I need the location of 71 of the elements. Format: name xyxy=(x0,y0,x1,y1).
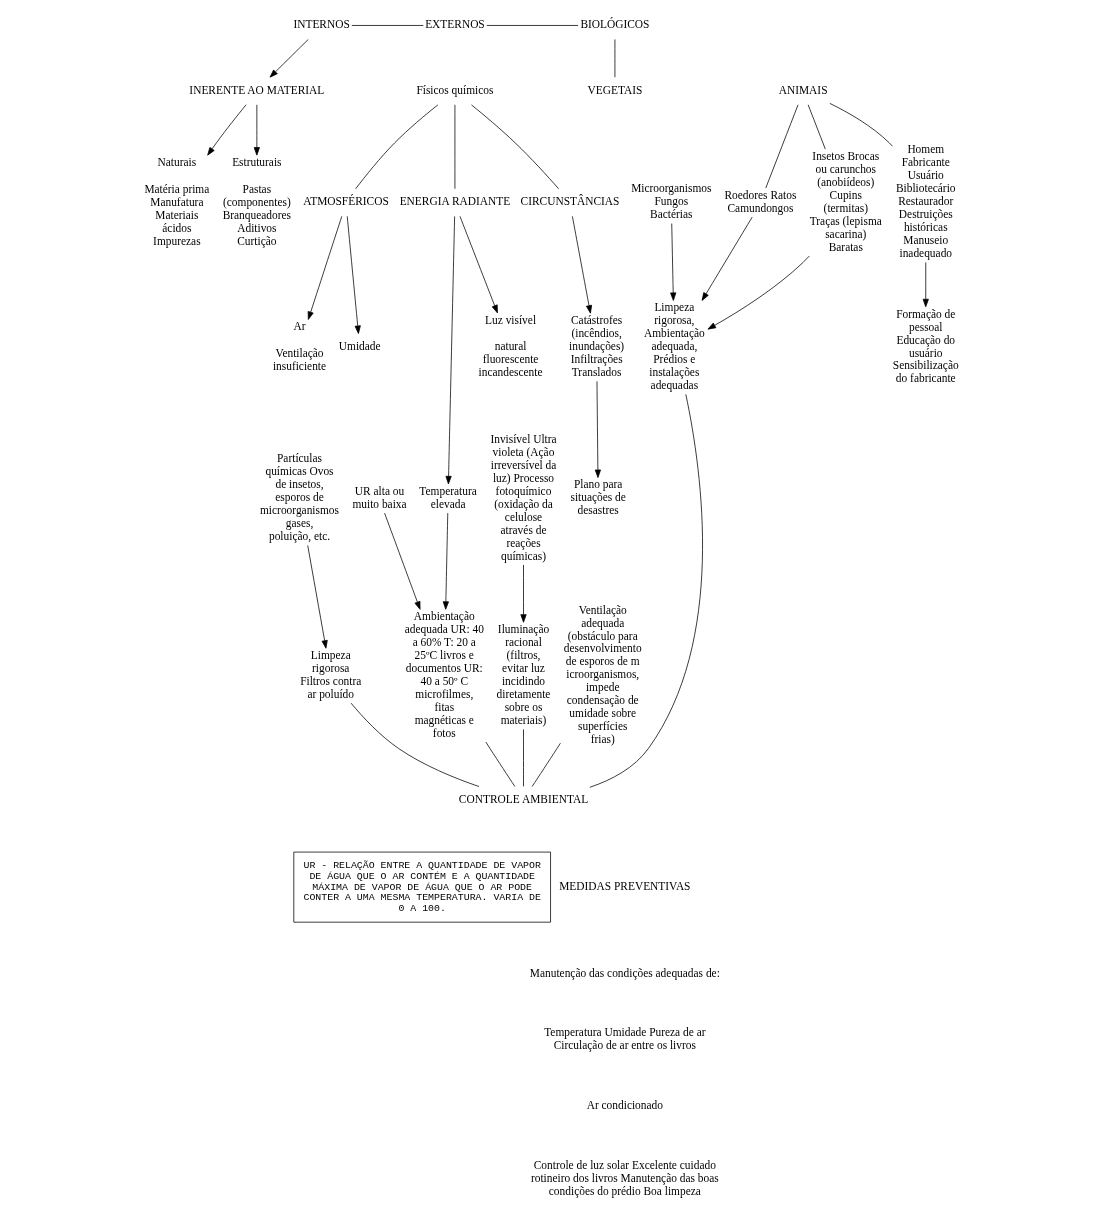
label: MEDIDAS PREVENTIVAS xyxy=(558,879,690,892)
node-box: UR - RELAÇÃO ENTRE A QUANTIDADE DE VAPOR DE ÁGUA QUE O AR CONTÉM E A QUANTIDADE MÁXIMA DE VAPOR DE ÁGUA QUE O AR PODE CONTER A UMA MESMA TEMPERATURA. VARIA DE 0 A 100. xyxy=(292,851,551,923)
node-text: Ar xyxy=(292,320,306,333)
label: Ar condicionado xyxy=(586,1099,663,1112)
arrow xyxy=(594,380,601,478)
arrow xyxy=(571,215,592,314)
node-text: Microorganismos Fungos Bactérias xyxy=(630,182,711,221)
arrow xyxy=(306,545,328,649)
label: Temperatura Umidade Pureza de ar Circulação de ar entre os livros xyxy=(543,1026,705,1052)
node-label: Ventilação insuficiente xyxy=(272,346,326,372)
node-text: Iluminação racional (filtros, evitar luz incidindo diretamente sobre os materiais) xyxy=(496,623,550,726)
node-text: Plano para situações de desastres xyxy=(569,478,626,517)
arrow xyxy=(519,564,527,623)
node-text: INERENTE AO MATERIAL xyxy=(188,83,324,96)
connector xyxy=(484,741,515,787)
node-text: CONTROLE AMBIENTAL xyxy=(458,792,588,805)
node-text: ENERGIA RADIANTE xyxy=(399,195,510,208)
node-text: Físicos químicos xyxy=(415,83,493,96)
node-text: Catástrofes (incêndios, inundações) Infiltrações Translados xyxy=(568,314,624,378)
node-text: VEGETAIS xyxy=(587,83,642,96)
arrow xyxy=(707,255,810,330)
node-text: CIRCUNSTÂNCIAS xyxy=(520,195,619,208)
node-text: ATMOSFÉRICOS xyxy=(302,195,389,208)
arrow xyxy=(445,216,455,485)
connector xyxy=(764,104,798,189)
label: Manutenção das condições adequadas de: xyxy=(529,966,720,979)
node-text: UR alta ou muito baixa xyxy=(351,484,407,510)
connector xyxy=(350,25,424,26)
arrow xyxy=(269,39,309,78)
node-text: Ambientação adequada UR: 40 a 60% T: 20 a 25ºC livros e documentos UR: 40 a 50º C microfilmes, fitas magnéticas e fotos xyxy=(404,610,484,739)
connector xyxy=(807,104,826,150)
arrow xyxy=(669,223,676,301)
arrow xyxy=(346,215,361,334)
node-text: Formação de pessoal Educação do usuário Sensibilização do fabricante xyxy=(892,307,959,385)
connector xyxy=(485,25,578,26)
node-text: Ventilação adequada (obstáculo para desenvolvimento de esporos de microorganismos, impede condensação de umidade sobre superfícies frias) xyxy=(563,603,642,746)
node-text: Homem Fabricante Usuário Bibliotecário Restaurador Destruições históricas Manuseio inadequado xyxy=(895,143,956,260)
node-text: BIOLÓGICOS xyxy=(579,18,649,31)
connector xyxy=(470,104,559,190)
node-text: Temperatura elevada xyxy=(418,484,477,510)
connector xyxy=(589,394,703,788)
node-text: Roedores Ratos Camundongos xyxy=(723,188,796,214)
node-text: Umidade xyxy=(338,340,381,353)
arrow xyxy=(922,262,929,308)
node-text: Limpeza rigorosa Filtros contra ar poluído xyxy=(299,648,361,700)
arrow xyxy=(459,215,498,314)
node-label: Matéria prima Manufatura Materiais ácidos Impurezas xyxy=(143,182,209,247)
node-text: Partículas químicas Ovos de insetos, esporos de microorganismos gases, poluição, etc. xyxy=(259,452,339,543)
label: Controle de luz solar Excelente cuidado rotineiro dos livros Manutenção das boas condições do prédio Boa limpeza xyxy=(530,1159,719,1197)
node-text: Naturais xyxy=(157,156,196,169)
connector xyxy=(828,103,893,147)
arrow xyxy=(206,104,246,156)
connector xyxy=(531,742,561,787)
arrow xyxy=(383,512,420,610)
node-text: Insetos Brocas ou carunchos (anobiídeos) Cupins (termitas) Traças (lepisma sacarina) Baratas xyxy=(809,149,882,253)
node-text: EXTERNOS xyxy=(424,18,485,31)
node-text: Estruturais xyxy=(231,156,282,169)
node-text: Invisível Ultra violeta (Ação irreversível da luz) Processo fotoquímico (oxidação da celulose através de reações químicas) xyxy=(489,432,557,562)
arrow xyxy=(442,512,449,610)
node-label: natural fluorescente incandescente xyxy=(478,340,543,379)
node-text: Luz visível xyxy=(484,313,536,326)
node-text: INTERNOS xyxy=(292,18,350,31)
node-text: ANIMAIS xyxy=(778,83,827,96)
arrow xyxy=(253,104,260,156)
arrow xyxy=(307,215,342,320)
arrow xyxy=(701,216,753,301)
connector xyxy=(350,702,479,787)
connector xyxy=(354,104,438,190)
node-text: Limpeza rigorosa, Ambientação adequada, Prédios e instalações adequadas xyxy=(643,301,705,391)
node-label: Pastas (componentes) Branqueadores Aditivos Curtição xyxy=(222,182,291,247)
connector xyxy=(522,729,524,787)
